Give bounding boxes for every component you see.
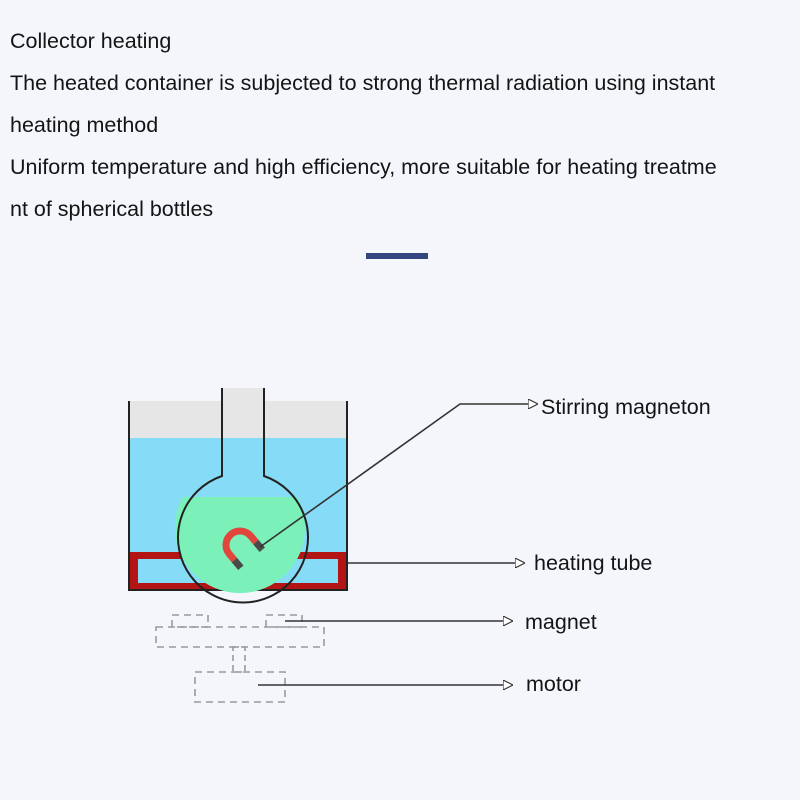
label-motor: motor	[526, 672, 581, 696]
description-line-4: nt of spherical bottles	[10, 197, 214, 221]
motor-shaft	[232, 646, 246, 673]
label-magnet: magnet	[525, 610, 597, 634]
description-line-3: Uniform temperature and high efficiency,…	[10, 155, 717, 179]
motor	[194, 671, 286, 703]
title: Collector heating	[10, 29, 172, 53]
flask-neck-air	[222, 388, 264, 438]
stirring-magneton-icon	[222, 527, 265, 571]
label-heating-tube: heating tube	[534, 551, 652, 575]
leader-stirring-magneton	[259, 404, 537, 548]
description-text: Collector heating The heated container i…	[10, 20, 800, 230]
description-line-1: The heated container is subjected to str…	[10, 71, 716, 95]
magnet-assembly	[155, 614, 325, 648]
label-stirring-magneton: Stirring magneton	[541, 395, 711, 419]
description-line-2: heating method	[10, 113, 159, 137]
flask-outline	[177, 388, 309, 604]
accent-divider	[366, 253, 428, 259]
